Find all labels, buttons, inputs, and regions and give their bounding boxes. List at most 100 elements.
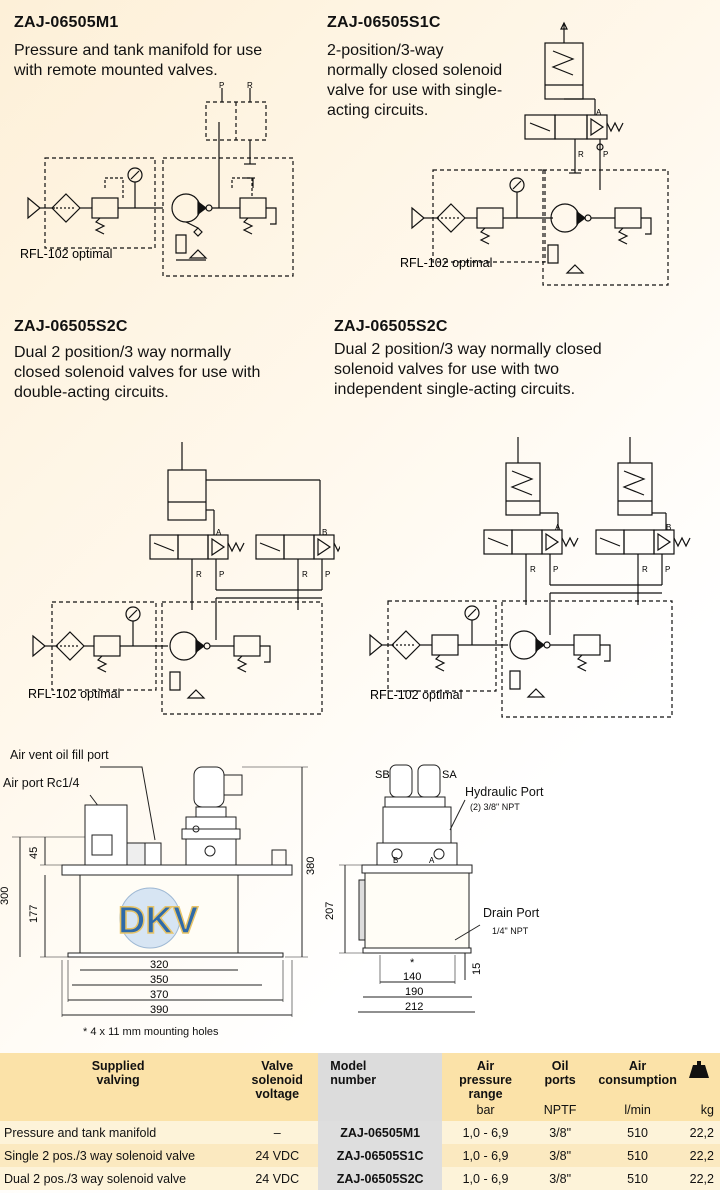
cell-oil: 3/8"	[529, 1144, 592, 1167]
dim-320: 320	[150, 959, 168, 971]
port-p-label: P	[219, 81, 224, 90]
cell-weight: 22,2	[684, 1167, 720, 1190]
cell-pressure: 1,0 - 6,9	[442, 1121, 530, 1144]
desc-line: double-acting circuits.	[14, 384, 169, 401]
desc-line: normally closed solenoid	[327, 62, 503, 79]
th-line: number	[330, 1073, 377, 1087]
th-consumption: Air consumption	[591, 1053, 684, 1101]
cell-consumption: 510	[591, 1121, 684, 1144]
cylinder-icon	[505, 462, 541, 516]
cell-voltage: –	[236, 1121, 319, 1144]
unit-consumption: l/min	[591, 1101, 684, 1121]
pump-box	[162, 157, 294, 277]
sb-label: SB	[375, 769, 390, 781]
cell-consumption: 510	[591, 1167, 684, 1190]
section-3-desc: Dual 2 position/3 way normally closed so…	[14, 343, 260, 403]
cell-model: ZAJ-06505S1C	[318, 1144, 443, 1167]
dim-300: 300	[0, 887, 11, 905]
section-1-code: ZAJ-06505M1	[14, 14, 119, 31]
port-p2-label: P	[665, 565, 670, 574]
mounting-note: * 4 x 11 mm mounting holes	[83, 1026, 219, 1038]
section-4-desc: Dual 2 position/3 way normally closed so…	[334, 340, 602, 400]
drain-port-label: Drain Port	[483, 906, 540, 920]
port-r2-label: R	[302, 570, 308, 579]
relief-valve-icon	[614, 207, 642, 229]
valve-icon	[623, 529, 655, 555]
valve-icon	[177, 534, 209, 560]
table-units-row: bar NPTF l/min kg	[0, 1101, 720, 1121]
spec-table: Supplied valving Valve solenoid voltage …	[0, 1053, 720, 1190]
cell-valving: Pressure and tank manifold	[0, 1121, 237, 1144]
table-header-row: Supplied valving Valve solenoid voltage …	[0, 1053, 720, 1121]
th-line: Model	[330, 1059, 367, 1073]
cell-pressure: 1,0 - 6,9	[442, 1167, 530, 1190]
desc-line: Pressure and tank manifold for use	[14, 42, 263, 59]
dim-207: 207	[324, 902, 336, 920]
section-2-code: ZAJ-06505S1C	[327, 14, 441, 31]
cell-weight: 22,2	[684, 1144, 720, 1167]
air-vent-label: Air vent oil fill port	[10, 748, 109, 762]
filter-icon	[436, 203, 466, 233]
th-weight	[684, 1053, 720, 1101]
section-2-desc: 2-position/3-way normally closed solenoi…	[327, 41, 502, 121]
desc-line: independent single-acting circuits.	[334, 381, 576, 398]
desc-line: Dual 2 position/3 way normally	[14, 344, 231, 361]
relief-valve-icon	[573, 634, 601, 656]
port-p-label: P	[219, 570, 224, 579]
pump-icon	[509, 630, 539, 660]
air-supply-icon	[369, 633, 383, 657]
rfl-label-2: RFL-102 optimal	[400, 256, 492, 270]
dim-177: 177	[28, 905, 40, 923]
desc-line: valve for use with single-	[327, 82, 503, 99]
unit-pressure: bar	[442, 1101, 530, 1121]
valve-icon	[511, 529, 543, 555]
dim-370: 370	[150, 989, 168, 1001]
th-voltage: Valve solenoid voltage	[236, 1053, 319, 1101]
cell-voltage: 24 VDC	[236, 1167, 319, 1190]
relief-valve-icon	[239, 197, 267, 219]
pump-icon	[169, 631, 199, 661]
units-empty	[0, 1101, 237, 1121]
cell-oil: 3/8"	[529, 1121, 592, 1144]
hydraulic-port-spec: (2) 3/8" NPT	[470, 802, 520, 812]
th-line: Oil	[551, 1059, 569, 1073]
th-line: consumption	[598, 1073, 677, 1087]
section-3-code: ZAJ-06505S2C	[14, 318, 128, 335]
pump-icon	[550, 203, 580, 233]
port-a-label: A	[596, 108, 602, 117]
rfl-label-1: RFL-102 optimal	[20, 247, 112, 261]
regulator-icon	[431, 634, 459, 656]
cell-consumption: 510	[591, 1144, 684, 1167]
air-port-label: Air port Rc1/4	[3, 776, 80, 790]
cell-valving: Single 2 pos./3 way solenoid valve	[0, 1144, 237, 1167]
schematic-s1c: A R P RFL-102 optimal	[400, 21, 669, 286]
desc-line: solenoid valves for use with two	[334, 361, 559, 378]
rfl-label-3: RFL-102 optimal	[28, 687, 120, 701]
th-valving: Supplied valving	[0, 1053, 237, 1101]
hydraulic-port-label: Hydraulic Port	[465, 785, 544, 799]
port-r2-label: R	[642, 565, 648, 574]
dkv-logo: DKV	[117, 887, 200, 949]
dim-380: 380	[305, 857, 317, 875]
pump-icon	[171, 193, 201, 223]
port-r-label: R	[530, 565, 536, 574]
dim-212: 212	[405, 1001, 423, 1013]
star-mark: *	[410, 957, 415, 969]
desc-line: closed solenoid valves for use with	[14, 364, 261, 381]
port-p-label: P	[603, 150, 608, 159]
table-row: Dual 2 pos./3 way solenoid valve 24 VDC …	[0, 1167, 720, 1190]
unit-weight: kg	[684, 1101, 720, 1121]
cell-valving: Dual 2 pos./3 way solenoid valve	[0, 1167, 237, 1190]
remote-valve-box	[205, 101, 267, 141]
logo-text: DKV	[118, 900, 199, 942]
cell-weight: 22,2	[684, 1121, 720, 1144]
dim-140: 140	[403, 971, 421, 983]
drain-port-spec: 1/4" NPT	[492, 926, 529, 936]
th-line: voltage	[255, 1087, 300, 1101]
cell-model: ZAJ-06505M1	[318, 1121, 443, 1144]
table-row: Single 2 pos./3 way solenoid valve 24 VD…	[0, 1144, 720, 1167]
regulator-icon	[476, 207, 504, 229]
port-a-label: A	[216, 528, 222, 537]
frl-box	[44, 157, 156, 249]
filter-icon	[51, 193, 81, 223]
